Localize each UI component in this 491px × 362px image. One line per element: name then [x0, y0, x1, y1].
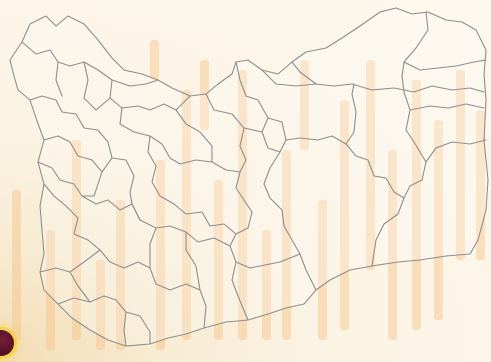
internal-borders	[21, 11, 487, 347]
location-marker	[0, 330, 14, 356]
map-outline	[9, 7, 489, 347]
